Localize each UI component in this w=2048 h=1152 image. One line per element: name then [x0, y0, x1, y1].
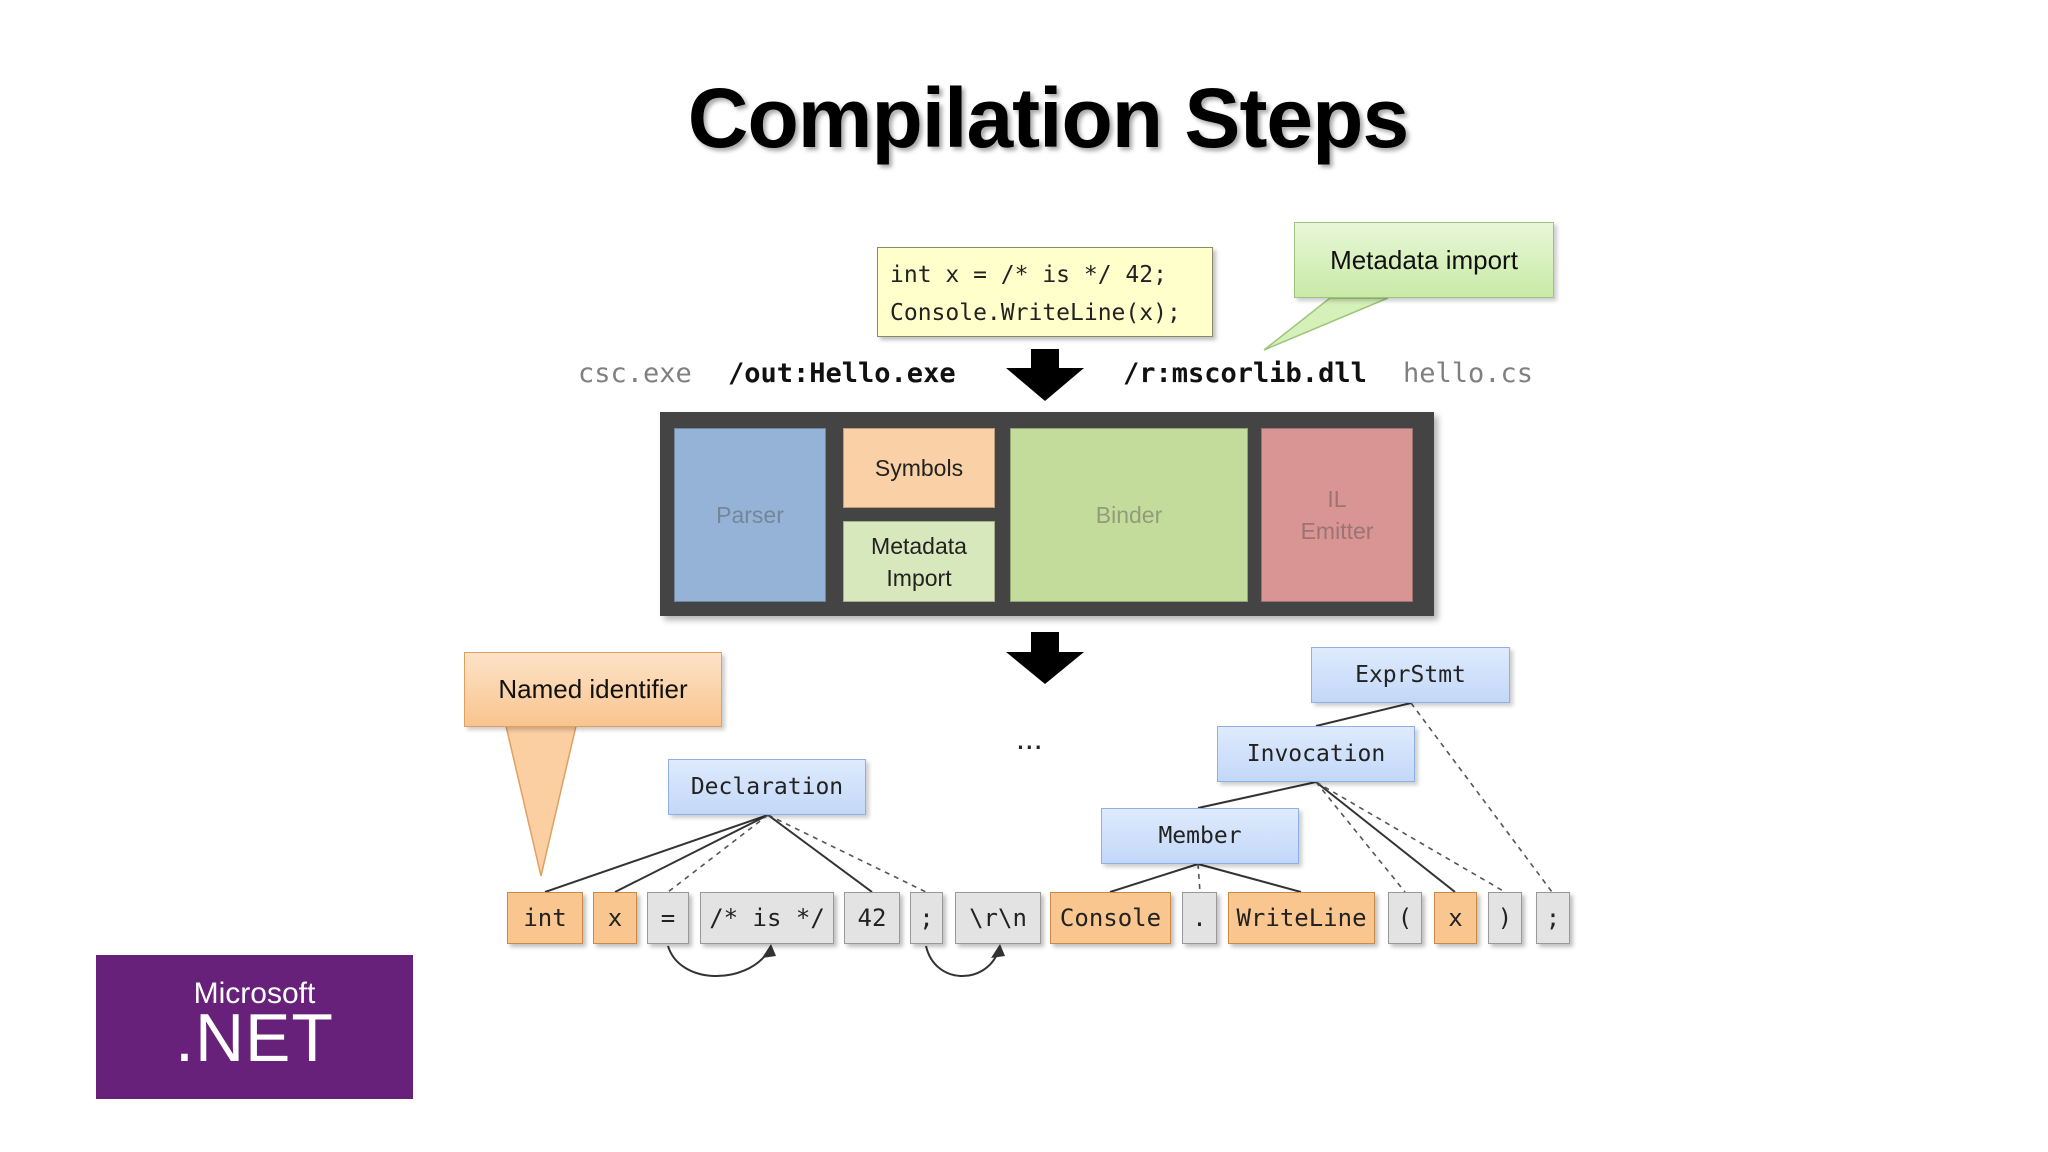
edge-decl-x	[614, 814, 769, 893]
node-invocation: Invocation	[1217, 726, 1415, 782]
edge-member-console	[1109, 863, 1199, 893]
phase-parser: Parser	[674, 428, 826, 602]
cmd-src: hello.cs	[1403, 358, 1534, 389]
metadata-import-callout-text: Metadata import	[1330, 244, 1518, 275]
slide-title: Compilation Steps	[687, 71, 1409, 165]
named-callout-tail	[505, 725, 577, 877]
node-exprstmt: ExprStmt	[1311, 647, 1510, 703]
phase-binder-label: Binder	[1095, 502, 1163, 528]
trivia-arc-2	[925, 945, 999, 977]
node-member: Member	[1101, 808, 1299, 864]
edge-invocation-x	[1315, 781, 1456, 893]
metadata-import-callout: Metadata import	[1294, 222, 1554, 298]
token-writeline: WriteLine	[1228, 892, 1375, 944]
edge-invocation-rparen	[1315, 781, 1506, 893]
token-console: Console	[1050, 892, 1171, 944]
cmd-out: /out:Hello.exe	[728, 358, 956, 389]
token-semicolon-1: ;	[910, 892, 943, 944]
token-int: int	[507, 892, 583, 944]
arrow-down-2	[1006, 632, 1084, 684]
source-line-2: Console.WriteLine(x);	[890, 300, 1181, 326]
token-lparen: (	[1388, 892, 1422, 944]
microsoft-net-logo: Microsoft .NET	[96, 955, 413, 1099]
edge-exprstmt-semi	[1410, 702, 1553, 893]
token-x: x	[593, 892, 637, 944]
cmd-exe: csc.exe	[578, 358, 692, 389]
named-identifier-callout: Named identifier	[464, 652, 722, 727]
arrow-down-1	[1006, 349, 1084, 401]
logo-net-text: .NET	[175, 1000, 334, 1076]
edge-invocation-member	[1197, 781, 1317, 809]
trivia-arrowhead-2	[991, 944, 1005, 958]
edge-member-dot	[1197, 863, 1201, 893]
trivia-arc-1	[667, 945, 769, 978]
edge-invocation-lparen	[1315, 781, 1406, 893]
phase-metadata-import: Metadata Import	[843, 521, 995, 602]
phase-binder: Binder	[1010, 428, 1248, 602]
logo-microsoft-text: Microsoft	[193, 977, 316, 1010]
edge-decl-42	[767, 814, 873, 893]
edge-decl-semi	[767, 814, 927, 893]
phase-metadata-label-2: Import	[886, 564, 952, 591]
phase-symbols: Symbols	[843, 428, 995, 508]
phase-emitter-label-1: IL	[1327, 486, 1347, 512]
metadata-callout-tail	[1263, 297, 1389, 351]
source-line-1: int x = /* is */ 42;	[890, 262, 1167, 288]
token-newline: \r\n	[955, 892, 1041, 944]
named-identifier-callout-text: Named identifier	[498, 674, 688, 704]
ellipsis: ...	[1016, 720, 1043, 756]
token-42: 42	[844, 892, 900, 944]
cmd-ref: /r:mscorlib.dll	[1123, 358, 1367, 389]
phase-metadata-label-1: Metadata	[871, 532, 967, 559]
node-declaration: Declaration	[668, 759, 866, 815]
edge-decl-eq	[667, 814, 769, 893]
trivia-arrowhead-1	[762, 944, 776, 958]
edge-member-writeline	[1197, 863, 1302, 893]
token-dot: .	[1182, 892, 1217, 944]
token-semicolon-2: ;	[1536, 892, 1570, 944]
phase-emitter-label-2: Emitter	[1300, 518, 1374, 544]
edge-exprstmt-invocation	[1315, 702, 1412, 727]
compiler-pipeline: Parser Symbols Metadata Import Binder IL…	[660, 412, 1434, 616]
edge-decl-int	[544, 814, 769, 893]
phase-parser-label: Parser	[716, 502, 784, 528]
token-rparen: )	[1488, 892, 1522, 944]
token-x-2: x	[1434, 892, 1477, 944]
source-code-box: int x = /* is */ 42; Console.WriteLine(x…	[877, 247, 1213, 337]
phase-symbols-label: Symbols	[874, 455, 964, 481]
phase-il-emitter: IL Emitter	[1261, 428, 1413, 602]
token-equals: =	[647, 892, 689, 944]
token-comment: /* is */	[700, 892, 834, 944]
